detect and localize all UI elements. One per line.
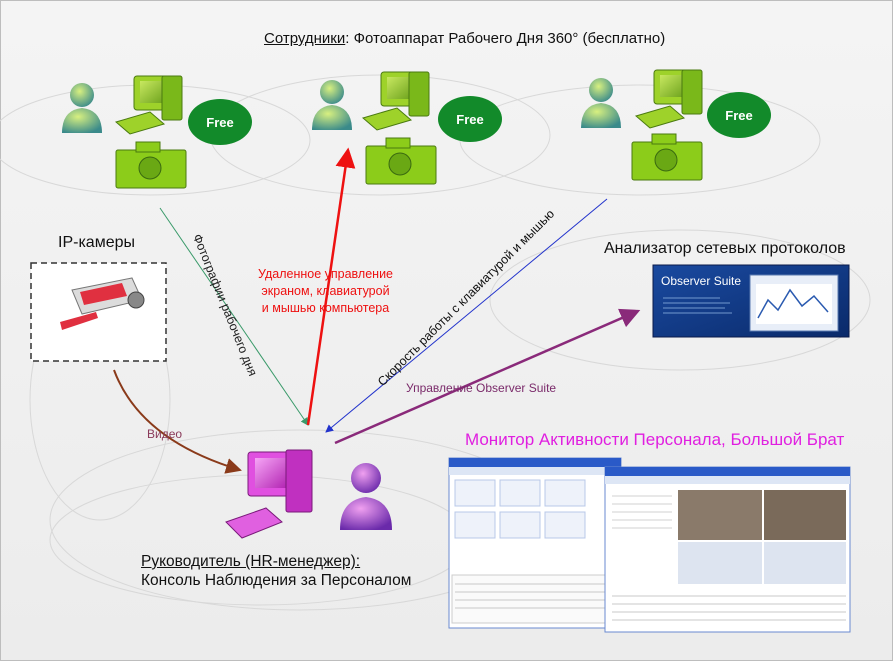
manager-label: Руководитель (HR-менеджер): Консоль Набл… xyxy=(141,552,411,590)
monitor-label: Монитор Активности Персонала, Большой Бр… xyxy=(465,430,845,449)
remote-control-arrow xyxy=(306,147,356,426)
camera-icon xyxy=(365,137,437,185)
observer-control-label: Управление Observer Suite xyxy=(406,381,557,395)
observer-control-arrow xyxy=(334,308,641,445)
free-badge-label: Free xyxy=(456,112,483,127)
free-badge-label: Free xyxy=(725,108,752,123)
analyzer-label: Анализатор сетевых протоколов xyxy=(604,240,846,257)
ip-camera-box xyxy=(30,262,167,362)
observer-suite-screenshot: Observer Suite xyxy=(652,264,850,338)
employee-workstation-3: Free xyxy=(581,69,771,181)
remote-control-label: Удаленное управление экраном, клавиатуро… xyxy=(258,267,393,315)
computer-icon xyxy=(114,75,183,135)
computer-icon xyxy=(634,69,703,129)
manager-role: Руководитель (HR-менеджер): xyxy=(141,553,361,570)
camera-icon xyxy=(631,133,703,181)
diagram-title: Сотрудники: Фотоаппарат Рабочего Дня 360… xyxy=(264,30,666,47)
video-label: Видео xyxy=(147,427,183,441)
employee-person-icon xyxy=(312,80,352,130)
manager-person-icon xyxy=(340,463,392,530)
free-badge xyxy=(438,96,502,142)
manager-console: Консоль Наблюдения за Персоналом xyxy=(141,572,412,589)
manager-computer-icon xyxy=(225,449,313,539)
ip-camera-icon xyxy=(60,277,145,330)
employee-workstation-2: Free xyxy=(312,71,502,185)
observer-product-name: Observer Suite xyxy=(661,274,741,288)
free-badge xyxy=(188,99,252,145)
monitor-screenshots xyxy=(448,457,851,633)
computer-icon xyxy=(361,71,430,131)
manager-workstation xyxy=(225,449,392,539)
employee-person-icon xyxy=(62,83,102,133)
camera-icon xyxy=(115,141,187,189)
ip-cameras-label: IP-камеры xyxy=(58,234,135,251)
free-badge-label: Free xyxy=(206,115,233,130)
employee-workstation-1: Free xyxy=(62,75,252,189)
video-arrow xyxy=(113,369,242,474)
employee-person-icon xyxy=(581,78,621,128)
photos-arrow xyxy=(159,207,309,426)
free-badge xyxy=(707,92,771,138)
speed-arrow xyxy=(325,198,608,433)
